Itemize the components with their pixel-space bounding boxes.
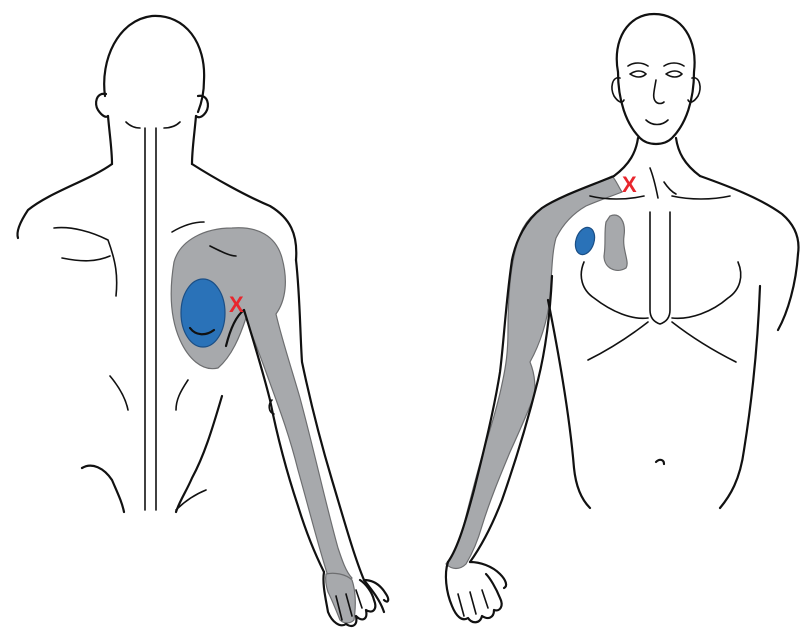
front-left-eyebrow [628, 63, 648, 66]
front-trigger-zone [572, 225, 598, 257]
back-left-scapula [62, 256, 110, 261]
front-right-arm [778, 254, 798, 330]
back-neck-base-right [164, 122, 180, 128]
front-right-pectoral [672, 262, 741, 318]
back-right-lower-rib [176, 380, 188, 410]
front-referred-pain-region [446, 176, 622, 569]
front-view-figure: X [446, 14, 799, 622]
front-sternum [650, 212, 670, 324]
front-right-collarbone [672, 196, 730, 199]
front-right-flank [720, 286, 760, 508]
back-left-ear [96, 94, 108, 117]
back-view-figure: X [17, 16, 388, 626]
back-right-scapula-line [172, 222, 204, 232]
front-right-eyebrow [664, 63, 684, 66]
back-marker: X [229, 292, 244, 317]
front-left-rib-arch [588, 322, 648, 360]
front-right-eye [666, 71, 682, 77]
front-neck-left [614, 138, 638, 176]
back-trigger-zone [181, 279, 225, 347]
front-left-flank [548, 300, 590, 508]
back-right-waist [176, 396, 222, 512]
front-pectoral-pain-region [604, 215, 627, 270]
front-right-rib-arch [672, 322, 736, 362]
back-neck-base-left [126, 122, 140, 128]
front-left-finger-lines [458, 590, 488, 616]
front-neck-muscle [650, 168, 676, 198]
front-left-eye [630, 71, 646, 77]
back-head-outline [104, 16, 204, 112]
back-neck-left [108, 116, 112, 164]
front-marker: X [622, 172, 637, 197]
front-neck-right [676, 138, 700, 176]
back-left-rib-line [110, 376, 128, 410]
front-mouth [646, 120, 668, 125]
back-left-waist [82, 466, 124, 512]
back-left-trunk-side [54, 228, 117, 296]
front-navel [656, 460, 664, 464]
back-neck-right [192, 116, 196, 164]
front-nose [654, 80, 664, 104]
front-right-shoulder [700, 176, 798, 254]
